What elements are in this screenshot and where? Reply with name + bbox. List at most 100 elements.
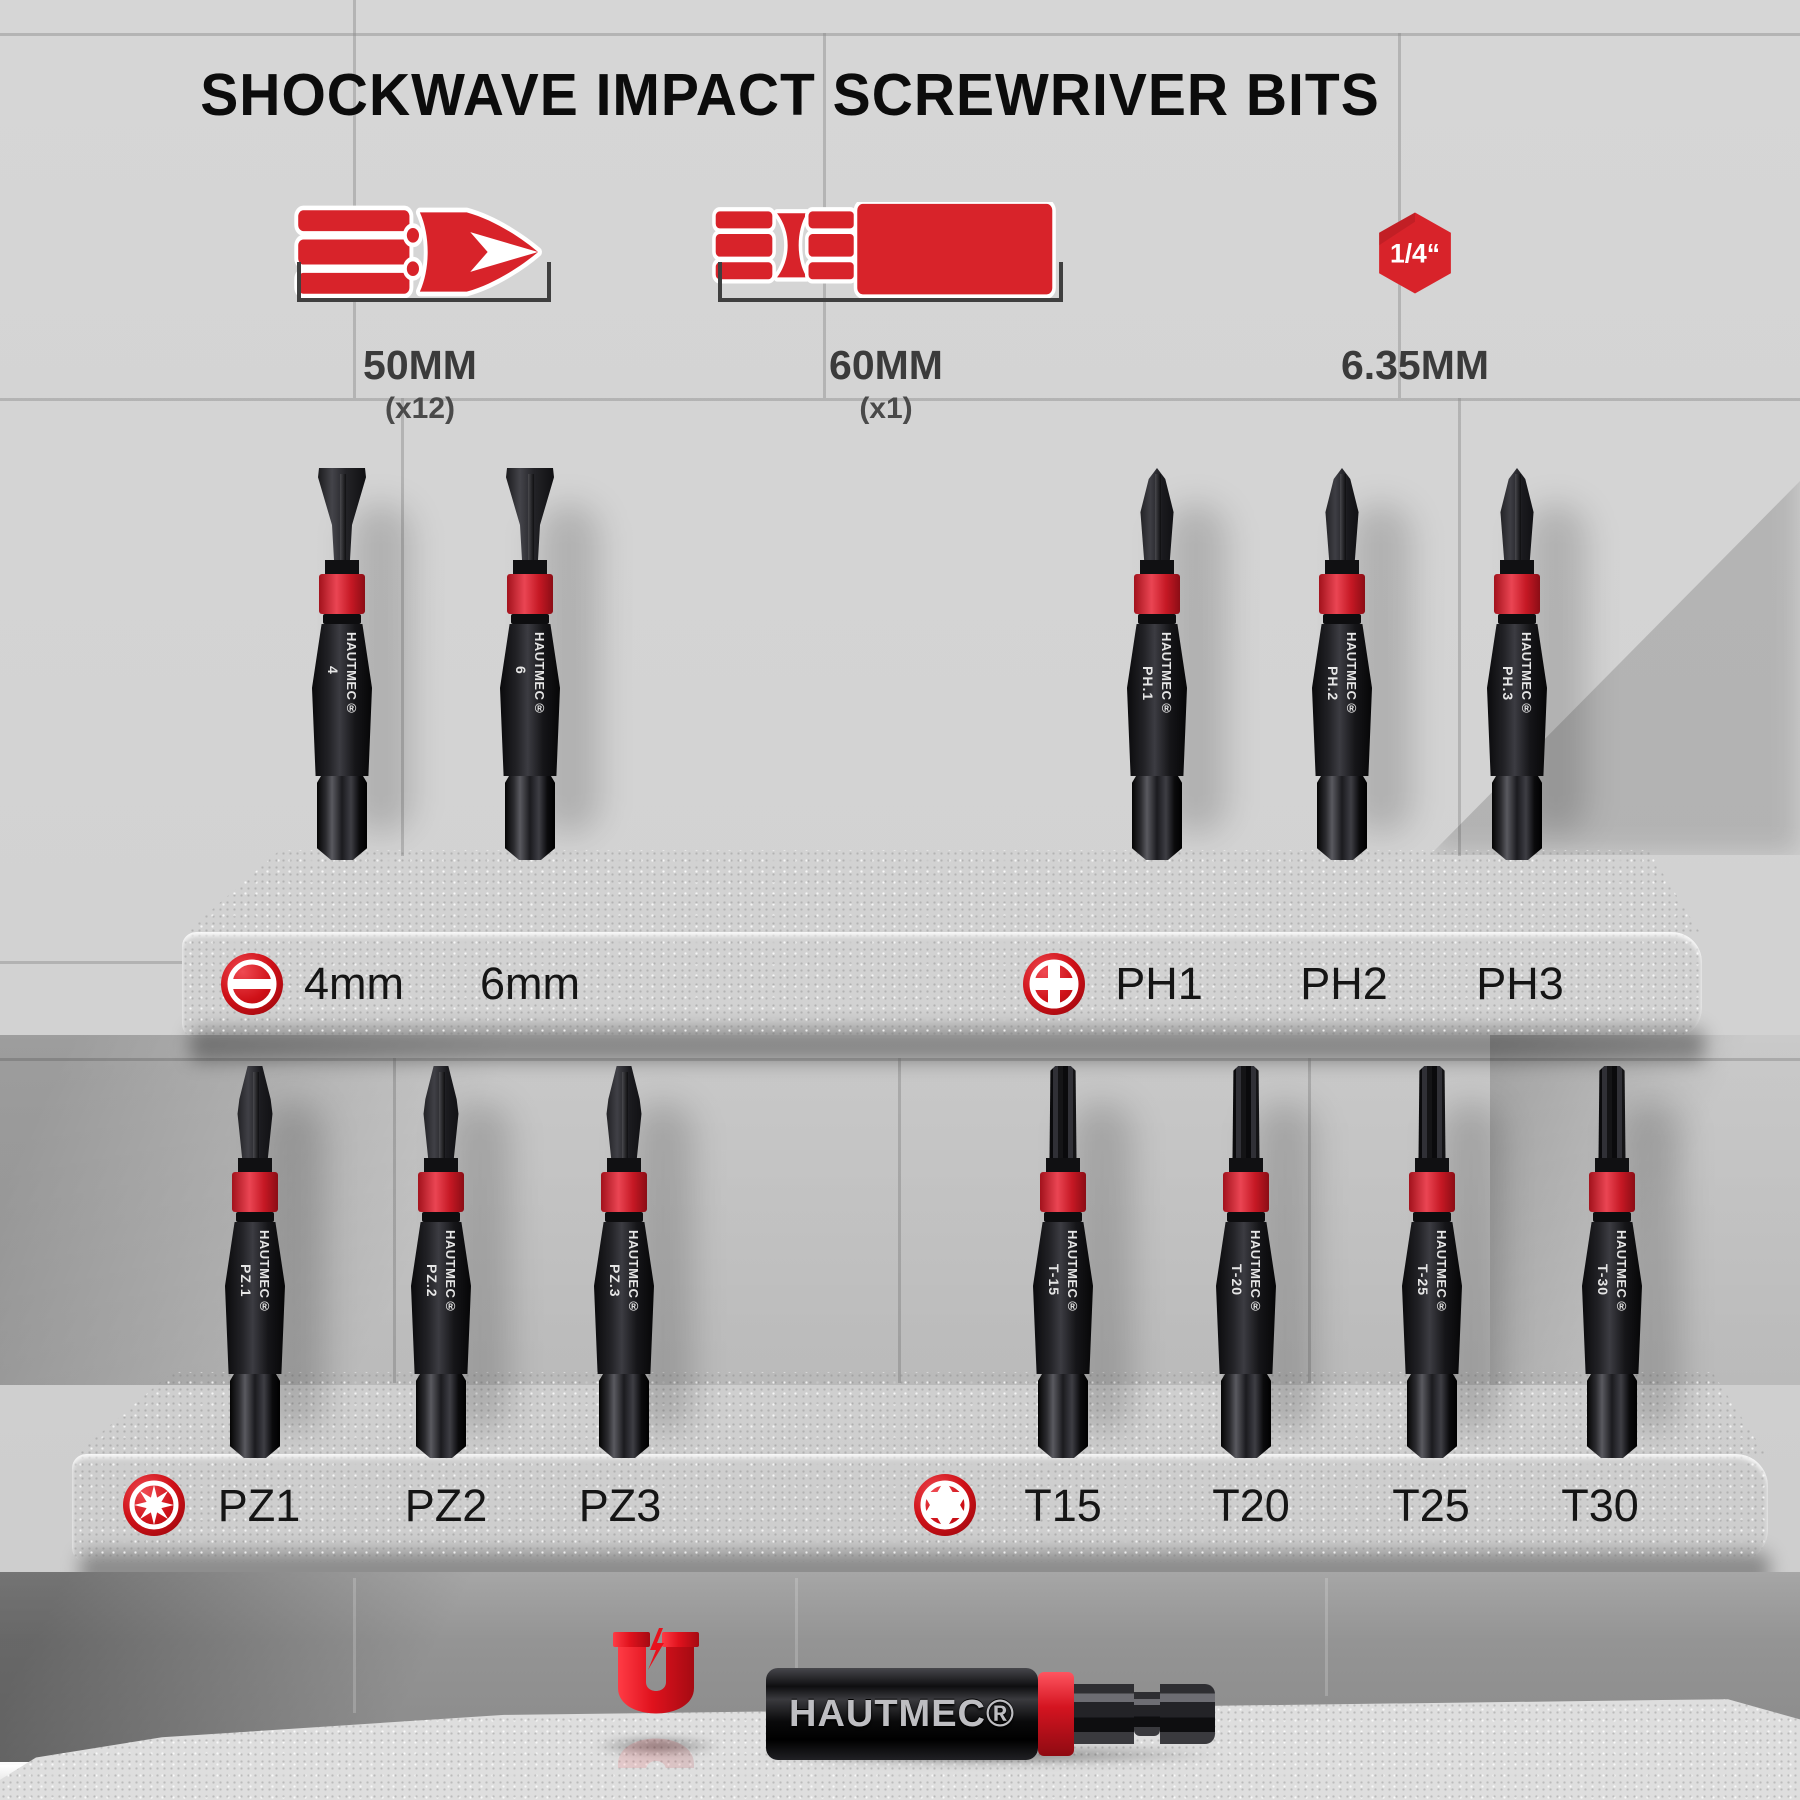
- phillips-tip: [1325, 468, 1359, 560]
- pozidriv-tip: [606, 1066, 642, 1158]
- bit-neck: [325, 560, 359, 574]
- bit-collar: [1323, 614, 1361, 624]
- torx-tip: [1598, 1066, 1626, 1158]
- hex-base: [599, 1374, 649, 1458]
- bit-brand: HAUTMEC®: [344, 632, 359, 716]
- bit-ph3: PH.3 HAUTMEC®: [1485, 468, 1549, 860]
- pozidriv-drive-icon: [123, 1474, 185, 1536]
- bit-brand: HAUTMEC®: [532, 632, 547, 716]
- phillips-tip: [1500, 468, 1534, 560]
- red-band: [319, 574, 365, 614]
- pozidriv-tip: [423, 1066, 459, 1158]
- bit-t15: T-15 HAUTMEC®: [1031, 1066, 1095, 1458]
- bit-brand: HAUTMEC®: [626, 1230, 641, 1314]
- bit-collar: [605, 1212, 643, 1222]
- bit-neck: [1046, 1158, 1080, 1172]
- page-title: SHOCKWAVE IMPACT SCREWRIVER BITS: [200, 61, 1380, 129]
- bit-neck: [238, 1158, 272, 1172]
- bit-code: PZ.3: [607, 1264, 623, 1298]
- dimension-bracket-60mm: [718, 262, 1063, 302]
- tile-grout: [393, 1058, 396, 1383]
- shelf-label-6mm: 6mm: [480, 958, 580, 1009]
- holder-red-ring: [1038, 1672, 1074, 1756]
- bit-brand: HAUTMEC®: [257, 1230, 272, 1314]
- bit-code: PH.1: [1140, 666, 1156, 702]
- bit-brand: HAUTMEC®: [1434, 1230, 1449, 1314]
- tile-grout: [898, 1058, 901, 1383]
- shelf-label-t25: T25: [1392, 1480, 1470, 1531]
- shelf-1-top: [182, 850, 1702, 936]
- bit-shaft: T-25 HAUTMEC®: [1402, 1222, 1462, 1374]
- bit-holder-icon: [712, 202, 1056, 299]
- bit-slotted-4mm: 4 HAUTMEC®: [310, 468, 374, 860]
- holder-hex-shank: [1074, 1684, 1134, 1744]
- tile-grout: [0, 961, 182, 964]
- bit-collar: [1044, 1212, 1082, 1222]
- bit-code: PH.3: [1500, 666, 1516, 702]
- red-band: [1223, 1172, 1269, 1212]
- bit-shaft: T-20 HAUTMEC®: [1216, 1222, 1276, 1374]
- shelf-label-pz2: PZ2: [404, 1480, 488, 1531]
- tile-grout: [1325, 1578, 1328, 1696]
- bit-pz1: PZ.1 HAUTMEC®: [223, 1066, 287, 1458]
- slotted-tip: [318, 468, 366, 560]
- torx-tip: [1418, 1066, 1446, 1158]
- bit-brand: HAUTMEC®: [1065, 1230, 1080, 1314]
- bit-t30: T-30 HAUTMEC®: [1580, 1066, 1644, 1458]
- bit-collar: [1413, 1212, 1451, 1222]
- torx-tip: [1049, 1066, 1077, 1158]
- bit-collar: [1498, 614, 1536, 624]
- bit-pz3: PZ.3 HAUTMEC®: [592, 1066, 656, 1458]
- bit-neck: [607, 1158, 641, 1172]
- holder-shank-end: [1160, 1684, 1215, 1744]
- red-band: [601, 1172, 647, 1212]
- slotted-tip: [506, 468, 554, 560]
- shelf-label-t30: T30: [1561, 1480, 1639, 1531]
- hex-base: [1038, 1374, 1088, 1458]
- bit-collar: [422, 1212, 460, 1222]
- length-label-50mm: 50MM: [363, 342, 477, 388]
- length-label-635mm: 6.35MM: [1340, 342, 1490, 388]
- bit-slotted-6mm: 6 HAUTMEC®: [498, 468, 562, 860]
- bit-shaft: PZ.1 HAUTMEC®: [225, 1222, 285, 1374]
- hex-base: [1407, 1374, 1457, 1458]
- red-band: [232, 1172, 278, 1212]
- bit-shaft: 6 HAUTMEC®: [500, 624, 560, 776]
- bit-neck: [1595, 1158, 1629, 1172]
- red-band: [1589, 1172, 1635, 1212]
- holder-brand-text: HAUTMEC®: [789, 1692, 1015, 1735]
- hex-size-label: 1/4“: [1390, 238, 1440, 268]
- bit-t20: T-20 HAUTMEC®: [1214, 1066, 1278, 1458]
- magnet-icon: [613, 1628, 699, 1768]
- shelf-2-top: [72, 1372, 1768, 1458]
- hex-base: [317, 776, 367, 860]
- tile-grout: [0, 33, 1800, 36]
- bit-brand: HAUTMEC®: [1614, 1230, 1629, 1314]
- bit-neck: [424, 1158, 458, 1172]
- bit-neck: [1229, 1158, 1263, 1172]
- tile-grout: [1398, 33, 1401, 398]
- bit-collar: [1593, 1212, 1631, 1222]
- shelf-label-t20: T20: [1212, 1480, 1290, 1531]
- shelf-1-face: [182, 932, 1702, 1038]
- red-band: [1319, 574, 1365, 614]
- bit-ph1: PH.1 HAUTMEC®: [1125, 468, 1189, 860]
- red-band: [507, 574, 553, 614]
- tile-grout: [353, 0, 356, 398]
- hex-base: [1587, 1374, 1637, 1458]
- holder-shank-waist: [1134, 1692, 1160, 1736]
- bit-brand: HAUTMEC®: [1159, 632, 1174, 716]
- shelf-label-pz3: PZ3: [578, 1480, 662, 1531]
- bit-code: PZ.2: [424, 1264, 440, 1298]
- tile-grout: [353, 1578, 356, 1713]
- shelf-label-4mm: 4mm: [304, 958, 404, 1009]
- shelf-label-t15: T15: [1024, 1480, 1102, 1531]
- shelf-label-ph1: PH1: [1115, 958, 1203, 1009]
- dimension-bracket-50mm: [297, 262, 551, 302]
- bit-collar: [1227, 1212, 1265, 1222]
- bit-neck: [513, 560, 547, 574]
- red-band: [1134, 574, 1180, 614]
- pozidriv-tip: [237, 1066, 273, 1158]
- bit-pz2: PZ.2 HAUTMEC®: [409, 1066, 473, 1458]
